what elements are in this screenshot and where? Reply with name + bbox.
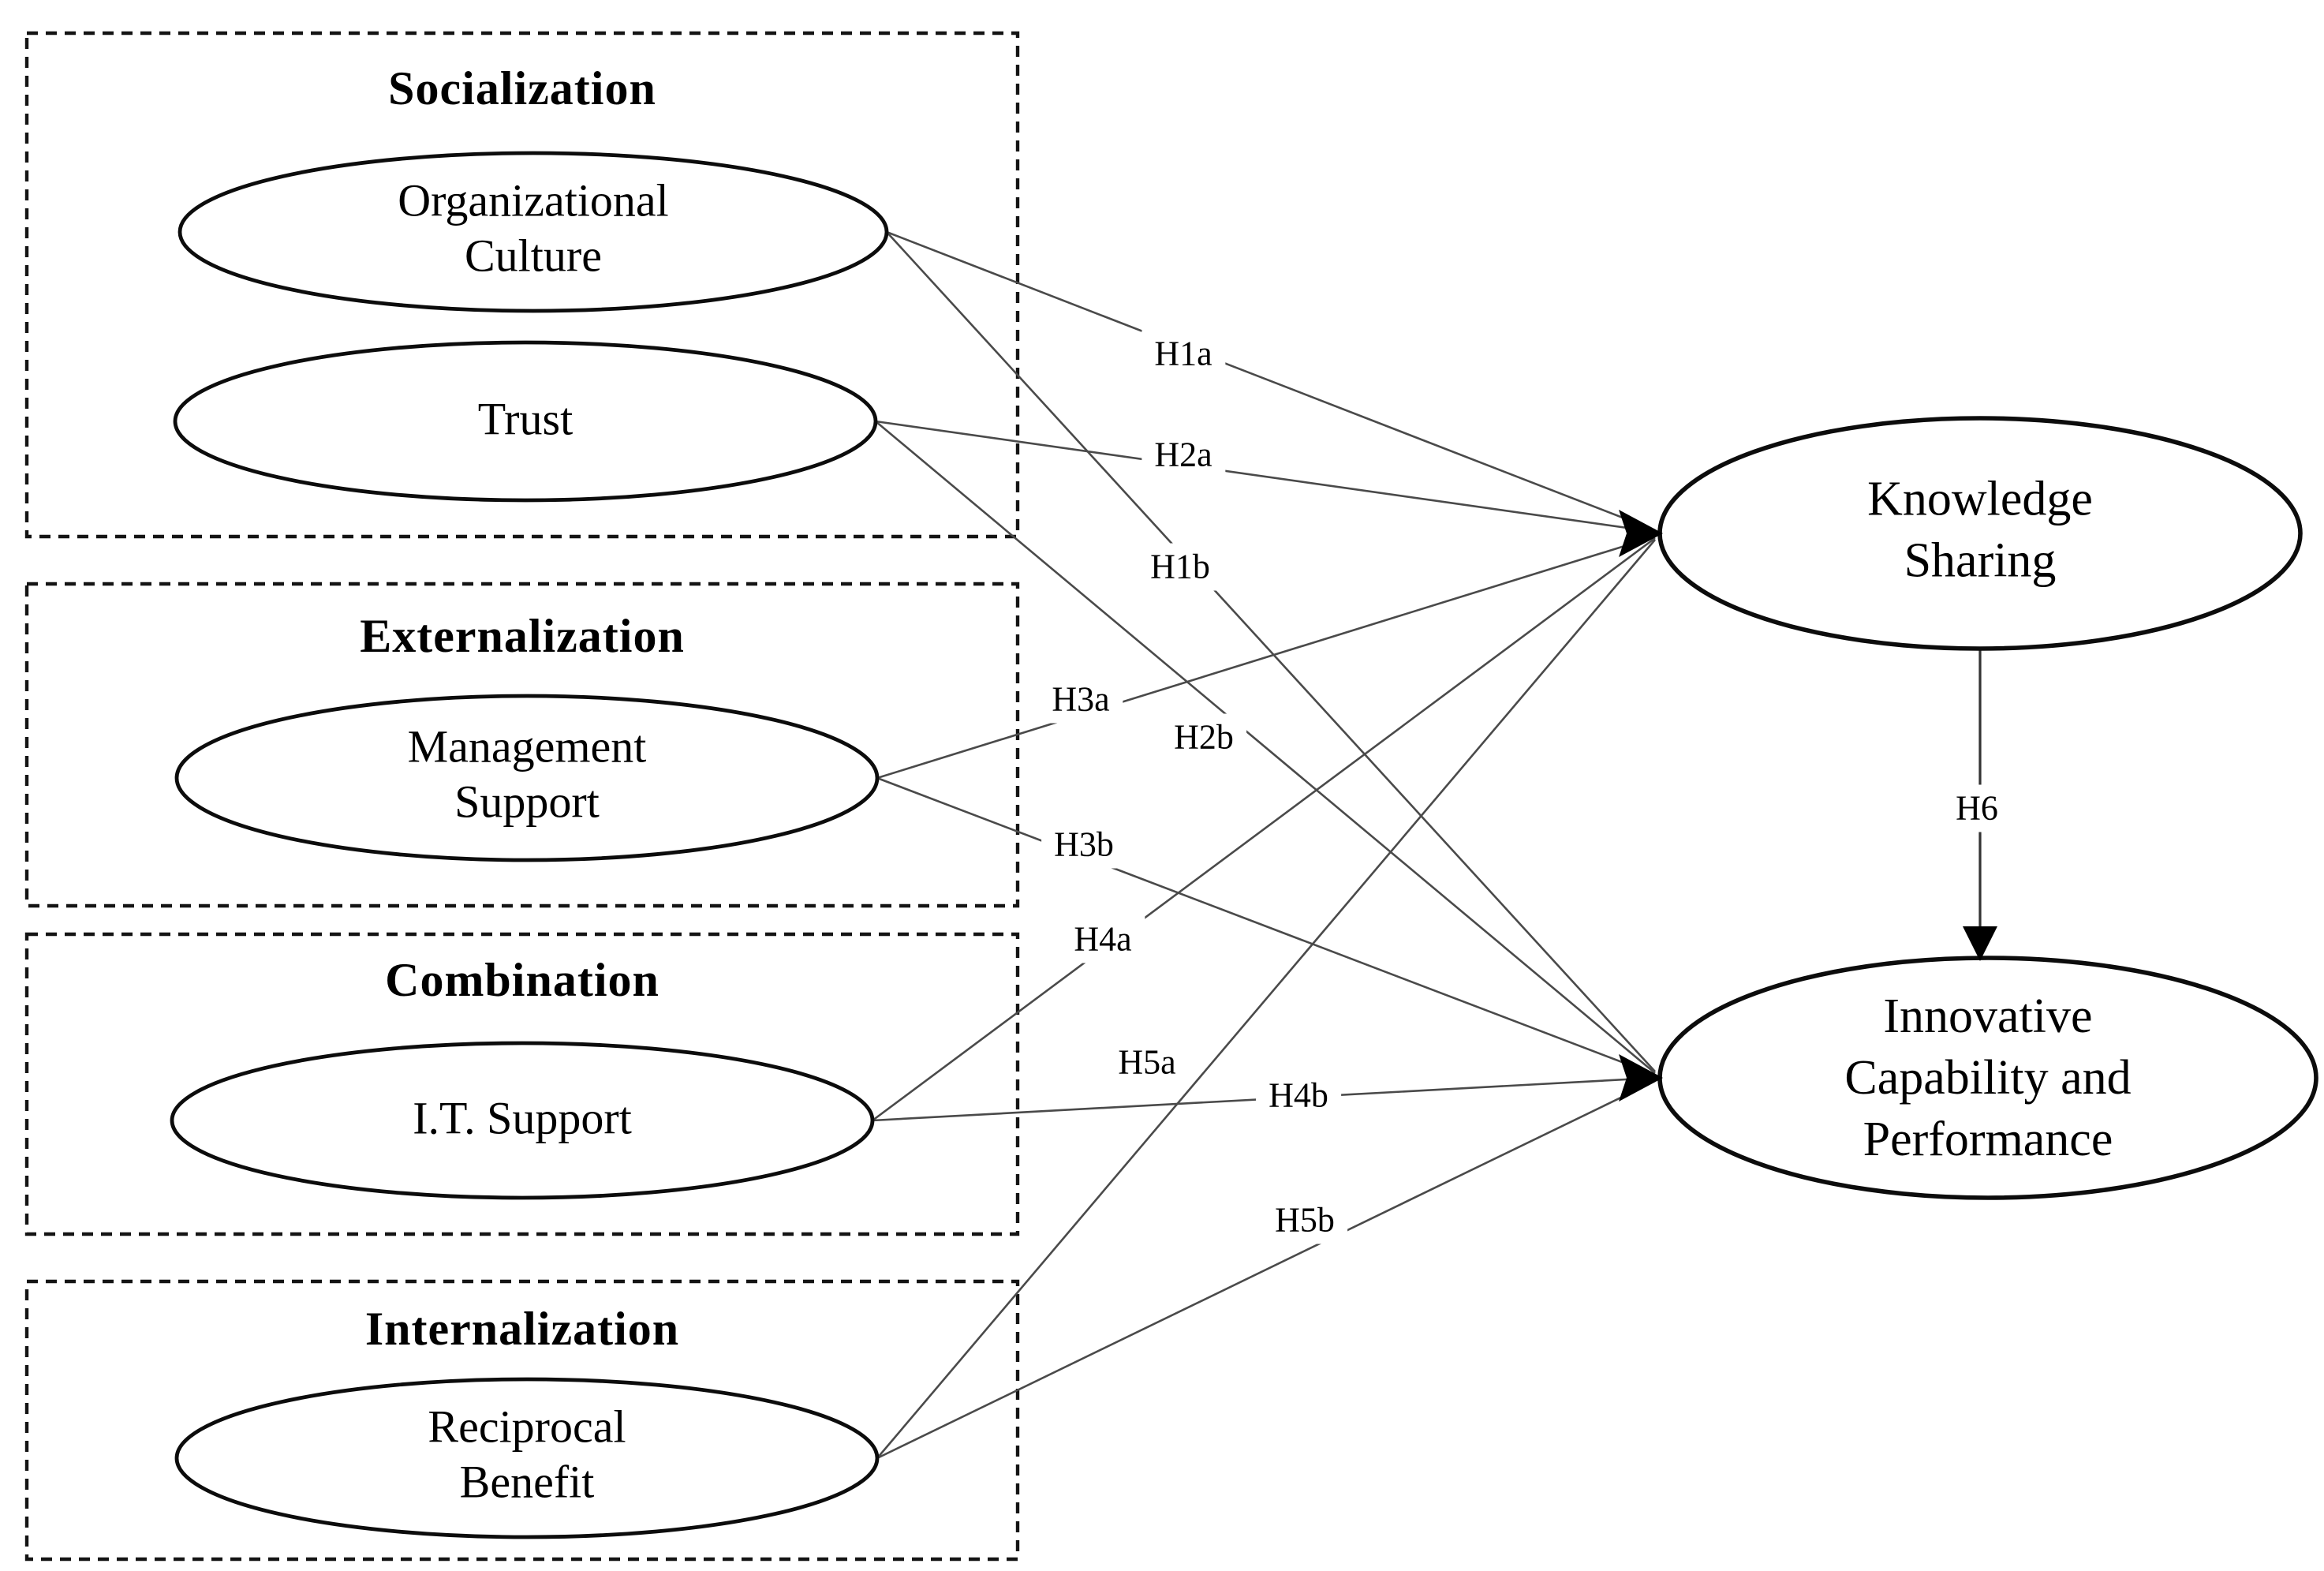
construct-ellipses — [170, 151, 2318, 1539]
hypothesis-label-h1b: H1b — [1138, 543, 1223, 590]
construct-management-support: Management Support — [407, 722, 647, 829]
group-box-internalization — [24, 1279, 1020, 1562]
arrowhead-into-knowledge-sharing — [1619, 510, 1663, 557]
hypothesis-label-h3b: H3b — [1041, 821, 1127, 868]
hypothesis-label-h1a: H1a — [1141, 330, 1225, 377]
arrowheads — [1619, 510, 1997, 1102]
construct-reciprocal-benefit: Reciprocal Benefit — [428, 1402, 626, 1509]
group-box-externalization — [24, 582, 1020, 908]
hypothesis-label-h5a: H5a — [1105, 1038, 1189, 1086]
path-h1b — [886, 231, 1656, 1072]
path-h4a — [872, 537, 1656, 1122]
ellipse-organizational-culture — [177, 151, 889, 313]
path-h5a — [876, 539, 1656, 1459]
construct-it-support: I.T. Support — [413, 1094, 632, 1145]
ellipse-it-support — [170, 1041, 875, 1200]
path-h5b — [876, 1079, 1656, 1460]
group-title-socialization: Socialization — [388, 63, 656, 115]
hypothesis-label-h5b: H5b — [1262, 1196, 1347, 1244]
hypothesis-label-h4b: H4b — [1256, 1072, 1341, 1119]
group-box-combination — [24, 932, 1020, 1236]
arrowhead-into-innovative-capability — [1619, 1054, 1663, 1102]
group-box-socialization — [24, 31, 1020, 539]
group-boxes — [24, 31, 1020, 1562]
ellipse-management-support — [174, 694, 880, 862]
path-h2b — [875, 421, 1656, 1074]
path-h3b — [876, 776, 1656, 1076]
construct-trust: Trust — [477, 395, 574, 446]
hypothesis-label-h6: H6 — [1943, 784, 2011, 832]
path-h2a — [875, 420, 1656, 533]
hypothesis-label-h3a: H3a — [1039, 675, 1123, 723]
path-h3a — [876, 535, 1656, 780]
construct-organizational-culture: Organizational Culture — [398, 176, 669, 282]
hypothesis-label-h2a: H2a — [1141, 431, 1225, 478]
ellipse-trust — [173, 340, 878, 503]
hypothesis-label-h2b: H2b — [1161, 713, 1246, 761]
group-title-externalization: Externalization — [360, 611, 685, 663]
outcome-knowledge-sharing: Knowledge Sharing — [1867, 470, 2093, 588]
path-h1a — [886, 230, 1656, 532]
outcome-innovative-capability: Innovative Capability and Performance — [1844, 987, 2132, 1165]
ellipse-reciprocal-benefit — [174, 1377, 880, 1539]
group-title-combination: Combination — [385, 955, 659, 1007]
group-title-internalization: Internalization — [364, 1304, 680, 1356]
hypothesis-paths — [872, 230, 1982, 1460]
hypothesis-label-h4a: H4a — [1061, 915, 1145, 963]
arrowhead-h6-down — [1963, 926, 1997, 961]
